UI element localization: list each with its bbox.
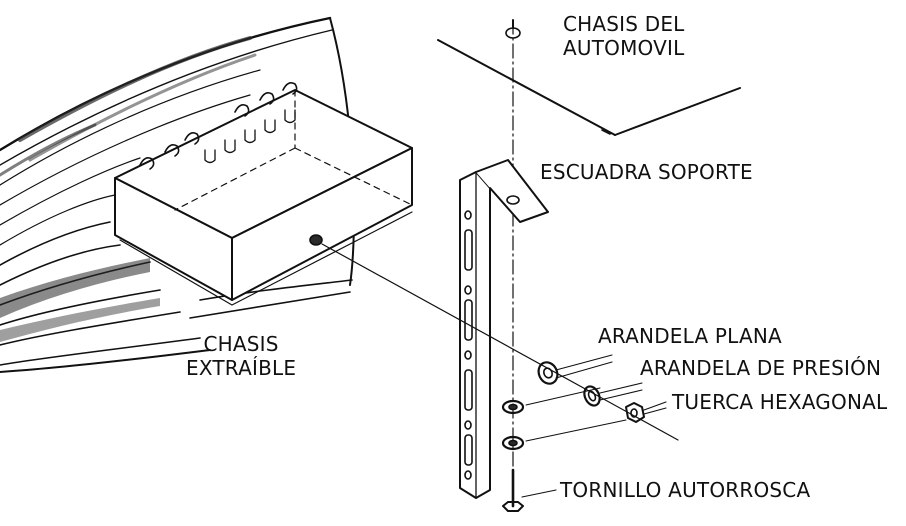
label-removable-chassis: CHASIS EXTRAÍBLE [186,332,296,380]
removable-chassis-box [114,82,413,306]
label-car-chassis-line1: CHASIS DEL [563,12,685,36]
label-removable-chassis-line2: EXTRAÍBLE [186,356,297,380]
label-lock-washer: ARANDELA DE PRESIÓN [640,356,882,380]
label-self-tapping-screw: TORNILLO AUTORROSCA [560,478,811,502]
label-flat-washer: ARANDELA PLANA [598,324,782,348]
label-car-chassis-line2: AUTOMOVIL [563,36,685,60]
horizontal-axis [321,243,679,441]
car-chassis-plate [437,39,741,136]
label-car-chassis: CHASIS DEL AUTOMOVIL [563,12,685,60]
label-removable-chassis-line1: CHASIS [203,332,279,356]
support-bracket [459,159,549,499]
dashboard-console [0,16,355,373]
label-hex-nut: TUERCA HEXAGONAL [672,390,888,414]
label-support-bracket: ESCUADRA SOPORTE [540,160,753,184]
hardware [501,361,645,512]
screw-axis [505,19,521,471]
leader-lines [521,354,667,498]
